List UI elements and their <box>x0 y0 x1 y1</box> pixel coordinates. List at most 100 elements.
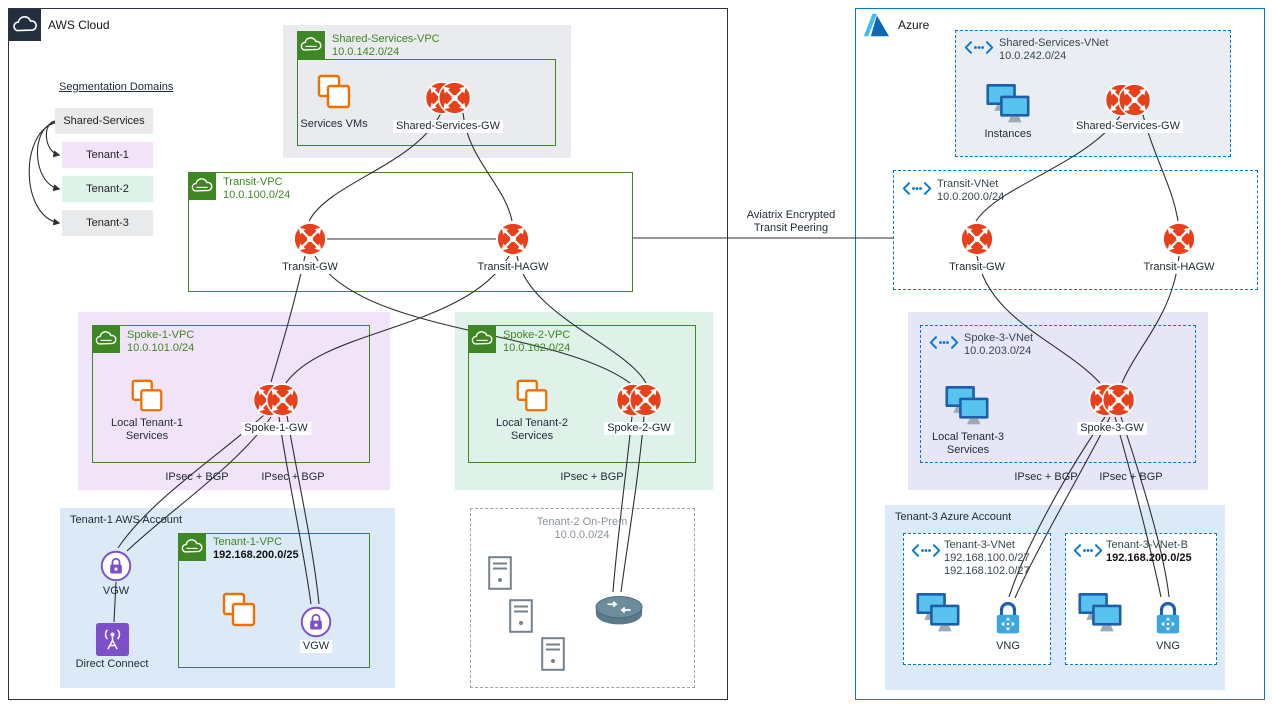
tenant-2-onprem-box <box>470 508 695 688</box>
local-tenant-3-services-label: Local Tenant-3 Services <box>932 431 1004 456</box>
transit-gw-label: Transit-GW <box>279 261 341 274</box>
vnet-icon <box>902 181 932 196</box>
spoke-3-vnet-cidr: 10.0.203.0/24 <box>964 345 1032 357</box>
tenant-3-vnet-a-name: Tenant-3-VNet <box>944 539 1015 551</box>
local-tenant-2-services-label: Local Tenant-2 Services <box>496 417 568 442</box>
vpc-icon <box>468 325 496 353</box>
ipsec-bgp-label: IPsec + BGP <box>1014 471 1078 483</box>
spoke-3-vnet-name: Spoke-3-VNet <box>964 332 1034 344</box>
tenant-1-vpc-vms-icon <box>219 590 259 630</box>
shared-services-gw-label: Shared-Services-GW <box>393 120 503 133</box>
services-vms-label: Services VMs <box>300 118 368 130</box>
tenant-3-vnet-b-name: Tenant-3-VNet-B <box>1106 539 1188 551</box>
tenant-3-vnet-a-vms-icon <box>915 592 962 634</box>
router-icon <box>594 592 644 628</box>
azure-logo-icon <box>863 13 889 37</box>
segment-label: Shared-Services <box>63 115 145 127</box>
transit-vnet-name: Transit-VNet <box>937 178 999 190</box>
ipsec-bgp-label: IPsec + BGP <box>261 471 325 483</box>
vnet-icon <box>911 543 941 558</box>
ipsec-bgp-label: IPsec + BGP <box>560 471 624 483</box>
shared-services-gw-icon <box>424 81 472 115</box>
spoke-2-gw-label: Spoke-2-GW <box>604 422 674 435</box>
local-tenant-2-services-icon <box>513 377 551 415</box>
aws-cloud-title: AWS Cloud <box>48 18 110 32</box>
segment-label: Tenant-1 <box>86 149 129 161</box>
vgw-label: VGW <box>299 640 333 653</box>
tenant-3-vnet-b-cidr: 192.168.200.0/25 <box>1106 552 1192 564</box>
azure-title: Azure <box>898 18 930 32</box>
segmentation-domains-title: Segmentation Domains <box>59 81 174 93</box>
spoke-2-gw-icon <box>615 383 663 417</box>
server-icon <box>509 599 533 633</box>
tenant-1-account-title: Tenant-1 AWS Account <box>70 514 183 526</box>
server-icon <box>541 637 565 671</box>
segment-label: Tenant-2 <box>86 183 129 195</box>
segment-item-tenant-3: Tenant-3 <box>62 210 153 236</box>
ipsec-bgp-label: IPsec + BGP <box>1099 471 1163 483</box>
spoke-2-vpc-name: Spoke-2-VPC <box>503 329 571 341</box>
vgw-label: VGW <box>102 585 130 597</box>
spoke-3-gw-icon <box>1088 383 1136 417</box>
shared-services-vpc-name: Shared-Services-VPC <box>332 33 440 45</box>
transit-gw-icon <box>293 222 327 256</box>
instances-label: Instances <box>984 128 1032 140</box>
local-tenant-1-services-label: Local Tenant-1 Services <box>111 417 183 442</box>
tenant-2-onprem-cidr: 10.0.0.0/24 <box>554 529 610 541</box>
transit-hagw-icon <box>496 222 530 256</box>
ipsec-bgp-label: IPsec + BGP <box>165 471 229 483</box>
segment-label: Tenant-3 <box>86 217 129 229</box>
segment-item-shared-services: Shared-Services <box>55 108 153 134</box>
shared-services-vnet-name: Shared-Services-VNet <box>999 37 1109 49</box>
transit-vpc-cidr: 10.0.100.0/24 <box>223 189 291 201</box>
spoke-1-vpc-name: Spoke-1-VPC <box>127 329 195 341</box>
vnet-icon <box>964 40 994 55</box>
tenant-3-vnet-a-cidr2: 192.168.102.0/27 <box>944 565 1030 577</box>
tenant-3-vnet-a-cidr1: 192.168.100.0/27 <box>944 552 1030 564</box>
transit-peering-label-line2: Transit Peering <box>753 222 829 234</box>
shared-services-vnet-cidr: 10.0.242.0/24 <box>999 50 1067 62</box>
transit-vnet-cidr: 10.0.200.0/24 <box>937 191 1005 203</box>
transit-hagw-label: Transit-HAGW <box>474 261 552 274</box>
tenant-1-vpc-name: Tenant-1-VPC <box>213 536 283 548</box>
segment-item-tenant-2: Tenant-2 <box>62 176 153 202</box>
server-icon <box>488 556 512 590</box>
vgw-icon <box>100 550 132 582</box>
azure-transit-hagw-label: Transit-HAGW <box>1140 261 1218 274</box>
spoke-1-gw-label: Spoke-1-GW <box>241 422 311 435</box>
vpc-icon <box>188 172 216 200</box>
vng-icon <box>994 599 1022 636</box>
aws-cloud-icon <box>9 9 41 41</box>
transit-peering-label-line1: Aviatrix Encrypted <box>746 209 836 221</box>
spoke-3-gw-label: Spoke-3-GW <box>1077 422 1147 435</box>
azure-transit-gw-label: Transit-GW <box>946 261 1008 274</box>
vng-label: VNG <box>996 640 1020 652</box>
azure-instances-icon <box>985 83 1032 125</box>
vpc-icon <box>178 533 206 561</box>
azure-shared-services-gw-icon <box>1104 83 1152 117</box>
vnet-icon <box>929 335 959 350</box>
tenant-2-onprem-title: Tenant-2 On-Prem <box>536 516 628 528</box>
vpc-icon <box>92 325 120 353</box>
spoke-1-vpc-cidr: 10.0.101.0/24 <box>127 342 195 354</box>
local-tenant-3-services-icon <box>944 385 991 427</box>
direct-connect-label: Direct Connect <box>75 658 149 670</box>
local-tenant-1-services-icon <box>128 377 166 415</box>
direct-connect-icon <box>96 623 129 656</box>
tenant-1-vpc-cidr: 192.168.200.0/25 <box>213 549 299 561</box>
vng-icon <box>1154 599 1182 636</box>
vng-label: VNG <box>1156 640 1180 652</box>
segment-item-tenant-1: Tenant-1 <box>62 142 153 168</box>
shared-services-vpc-cidr: 10.0.142.0/24 <box>332 46 400 58</box>
vgw-icon <box>300 606 332 638</box>
azure-transit-hagw-icon <box>1162 222 1196 256</box>
vpc-icon <box>297 31 325 59</box>
transit-vpc-name: Transit-VPC <box>223 176 283 188</box>
vnet-icon <box>1073 543 1103 558</box>
services-vms-icon <box>314 72 354 112</box>
spoke-1-gw-icon <box>252 383 300 417</box>
tenant-1-vpc-border <box>178 533 370 668</box>
tenant-3-vnet-b-vms-icon <box>1077 592 1124 634</box>
tenant-3-account-title: Tenant-3 Azure Account <box>895 511 1012 523</box>
